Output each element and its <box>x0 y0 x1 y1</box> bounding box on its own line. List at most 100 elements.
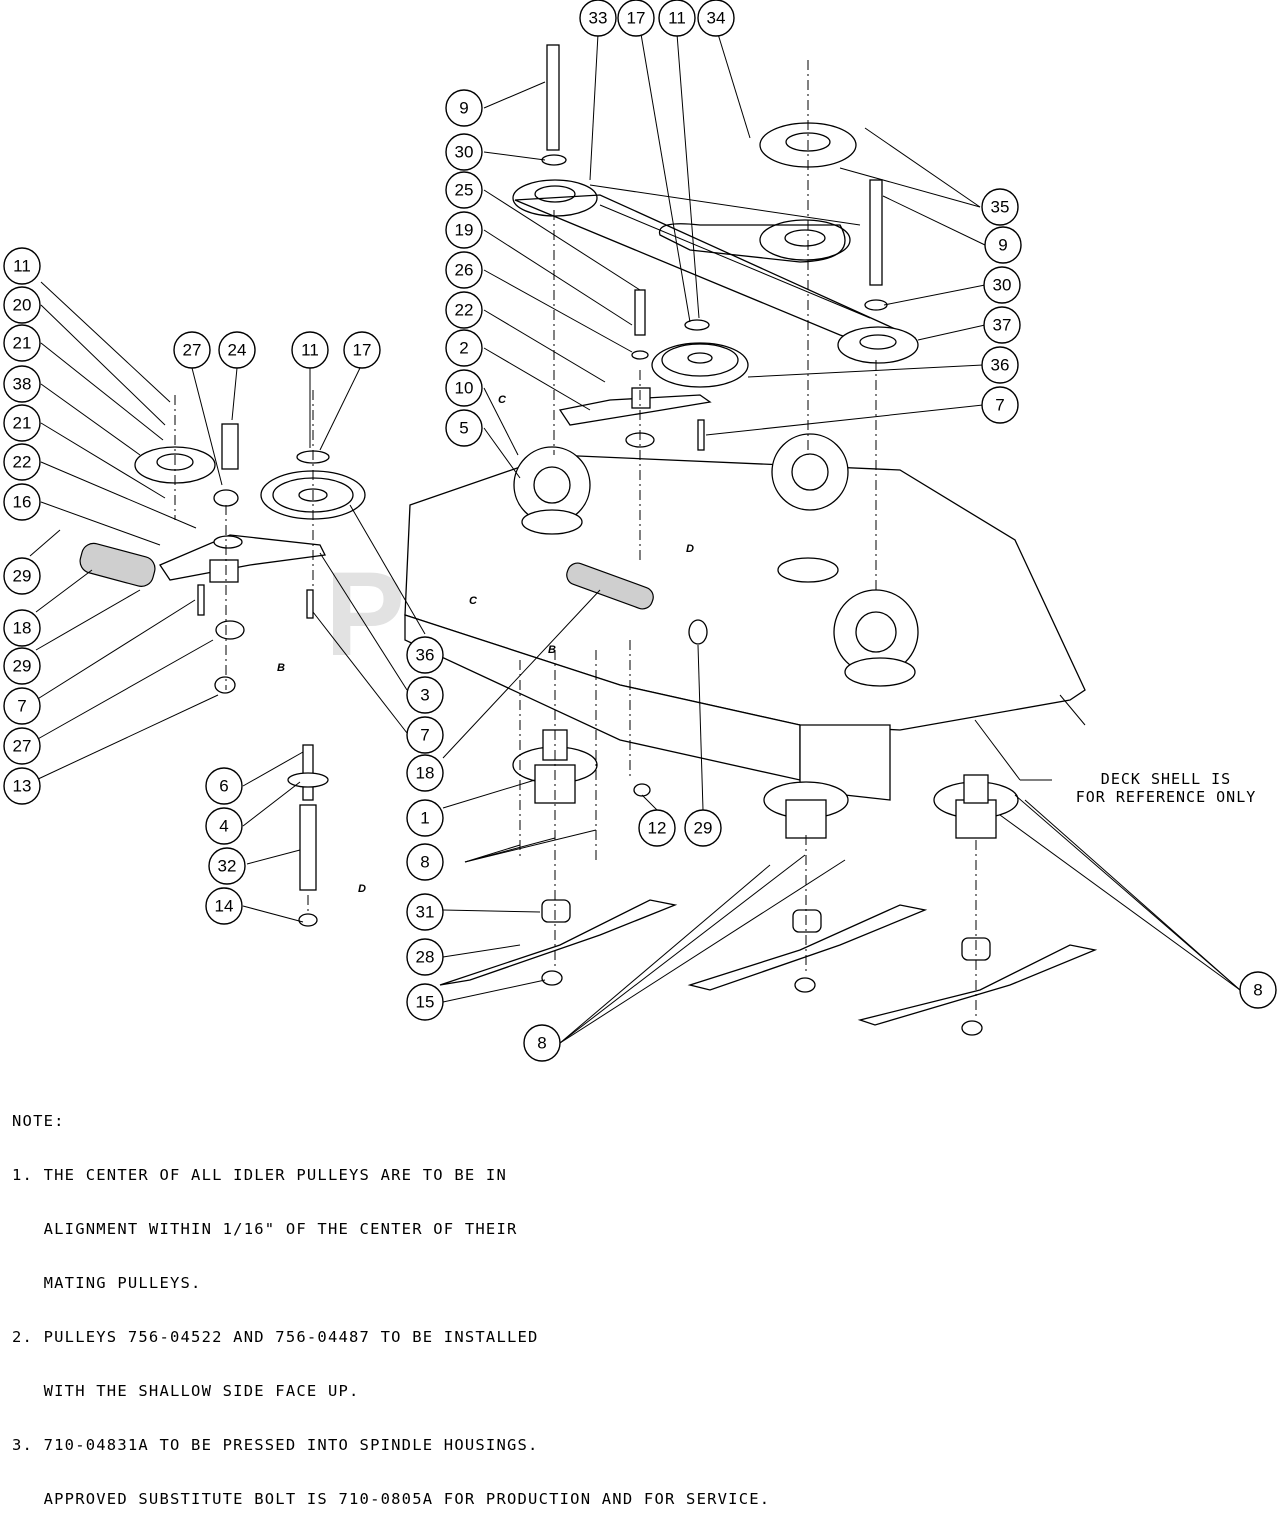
callout-27: 27 <box>173 331 211 369</box>
callout-19: 19 <box>445 211 483 249</box>
note-line: WITH THE SHALLOW SIDE FACE UP. <box>12 1382 360 1400</box>
callout-25: 25 <box>445 171 483 209</box>
svg-text:20: 20 <box>13 296 32 315</box>
svg-text:11: 11 <box>668 9 686 28</box>
left-idler-assembly <box>79 390 366 694</box>
callout-20: 20 <box>3 286 41 324</box>
svg-text:3: 3 <box>420 686 429 705</box>
svg-text:30: 30 <box>455 143 474 162</box>
svg-text:2: 2 <box>459 339 468 358</box>
callout-8: 8 <box>406 843 444 881</box>
ref-letter-b: B <box>277 662 285 674</box>
svg-text:28: 28 <box>416 948 435 967</box>
callout-21: 21 <box>3 404 41 442</box>
svg-text:33: 33 <box>589 9 608 28</box>
deck-note-line: FOR REFERENCE ONLY <box>1075 788 1257 806</box>
svg-text:27: 27 <box>13 737 32 756</box>
svg-text:1: 1 <box>420 809 429 828</box>
callout-22: 22 <box>3 443 41 481</box>
svg-text:8: 8 <box>537 1034 546 1053</box>
callout-21: 21 <box>3 324 41 362</box>
svg-text:9: 9 <box>998 236 1007 255</box>
svg-text:9: 9 <box>459 99 468 118</box>
callout-36: 36 <box>406 636 444 674</box>
reference-letters: B B C C D D <box>277 394 694 895</box>
callout-3: 3 <box>406 676 444 714</box>
callout-33: 33 <box>579 0 617 37</box>
deck-shell <box>404 433 1086 801</box>
svg-text:30: 30 <box>993 276 1012 295</box>
svg-text:17: 17 <box>627 9 646 28</box>
svg-text:29: 29 <box>13 567 32 586</box>
parts-diagram: PartsTree TM <box>3 0 1277 1062</box>
callout-17: 17 <box>343 331 381 369</box>
ref-letter-c: C <box>469 595 478 607</box>
svg-text:10: 10 <box>455 379 474 398</box>
callout-18: 18 <box>3 609 41 647</box>
svg-text:26: 26 <box>455 261 474 280</box>
svg-text:36: 36 <box>416 646 435 665</box>
svg-text:15: 15 <box>416 993 435 1012</box>
callout-27: 27 <box>3 727 41 765</box>
callout-5: 5 <box>445 409 483 447</box>
callout-11: 11 <box>658 0 696 37</box>
callout-29: 29 <box>3 557 41 595</box>
callout-15: 15 <box>406 983 444 1021</box>
svg-text:29: 29 <box>13 657 32 676</box>
callout-26: 26 <box>445 251 483 289</box>
svg-text:36: 36 <box>991 356 1010 375</box>
callout-4: 4 <box>205 807 243 845</box>
note-line: 2. PULLEYS 756-04522 AND 756-04487 TO BE… <box>12 1328 539 1346</box>
callout-37: 37 <box>983 306 1021 344</box>
svg-text:34: 34 <box>707 9 726 28</box>
callout-35: 35 <box>981 188 1019 226</box>
callout-29: 29 <box>3 647 41 685</box>
top-belt-assembly <box>512 44 919 590</box>
ref-letter-b: B <box>548 644 556 656</box>
callout-24: 24 <box>218 331 256 369</box>
callout-34: 34 <box>697 0 735 37</box>
svg-text:18: 18 <box>416 764 435 783</box>
callout-38: 38 <box>3 365 41 403</box>
svg-text:17: 17 <box>353 341 372 360</box>
callout-28: 28 <box>406 938 444 976</box>
callout-11: 11 <box>291 331 329 369</box>
ref-letter-d: D <box>358 883 366 895</box>
svg-text:19: 19 <box>455 221 474 240</box>
callout-12: 12 <box>638 809 676 847</box>
svg-text:27: 27 <box>183 341 202 360</box>
note-line: 1. THE CENTER OF ALL IDLER PULLEYS ARE T… <box>12 1166 507 1184</box>
svg-text:18: 18 <box>13 619 32 638</box>
svg-text:11: 11 <box>301 341 319 360</box>
callout-11: 11 <box>3 247 41 285</box>
svg-text:8: 8 <box>420 853 429 872</box>
svg-text:7: 7 <box>995 396 1004 415</box>
svg-text:12: 12 <box>648 819 667 838</box>
note-line: 3. 710-04831A TO BE PRESSED INTO SPINDLE… <box>12 1436 539 1454</box>
callout-36: 36 <box>981 346 1019 384</box>
svg-text:16: 16 <box>13 493 32 512</box>
callout-13: 13 <box>3 767 41 805</box>
callout-14: 14 <box>205 887 243 925</box>
svg-text:8: 8 <box>1253 981 1262 1000</box>
svg-text:25: 25 <box>455 181 474 200</box>
svg-text:4: 4 <box>219 817 228 836</box>
callout-10: 10 <box>445 369 483 407</box>
callout-16: 16 <box>3 483 41 521</box>
callout-7: 7 <box>406 716 444 754</box>
svg-text:22: 22 <box>455 301 474 320</box>
callout-18: 18 <box>406 754 444 792</box>
callout-7: 7 <box>981 386 1019 424</box>
svg-text:29: 29 <box>694 819 713 838</box>
notes-heading: NOTE: <box>12 1112 65 1130</box>
callout-8: 8 <box>1239 971 1277 1009</box>
callout-8: 8 <box>523 1024 561 1062</box>
bolt-shaft-assembly <box>287 744 329 927</box>
callout-30: 30 <box>983 266 1021 304</box>
callout-17: 17 <box>617 0 655 37</box>
ref-letter-c: C <box>498 394 507 406</box>
svg-text:21: 21 <box>13 334 32 353</box>
deck-shell-note: DECK SHELL IS FOR REFERENCE ONLY <box>1056 770 1276 806</box>
svg-text:37: 37 <box>993 316 1012 335</box>
assembly-notes: NOTE: 1. THE CENTER OF ALL IDLER PULLEYS… <box>12 1076 1012 1526</box>
